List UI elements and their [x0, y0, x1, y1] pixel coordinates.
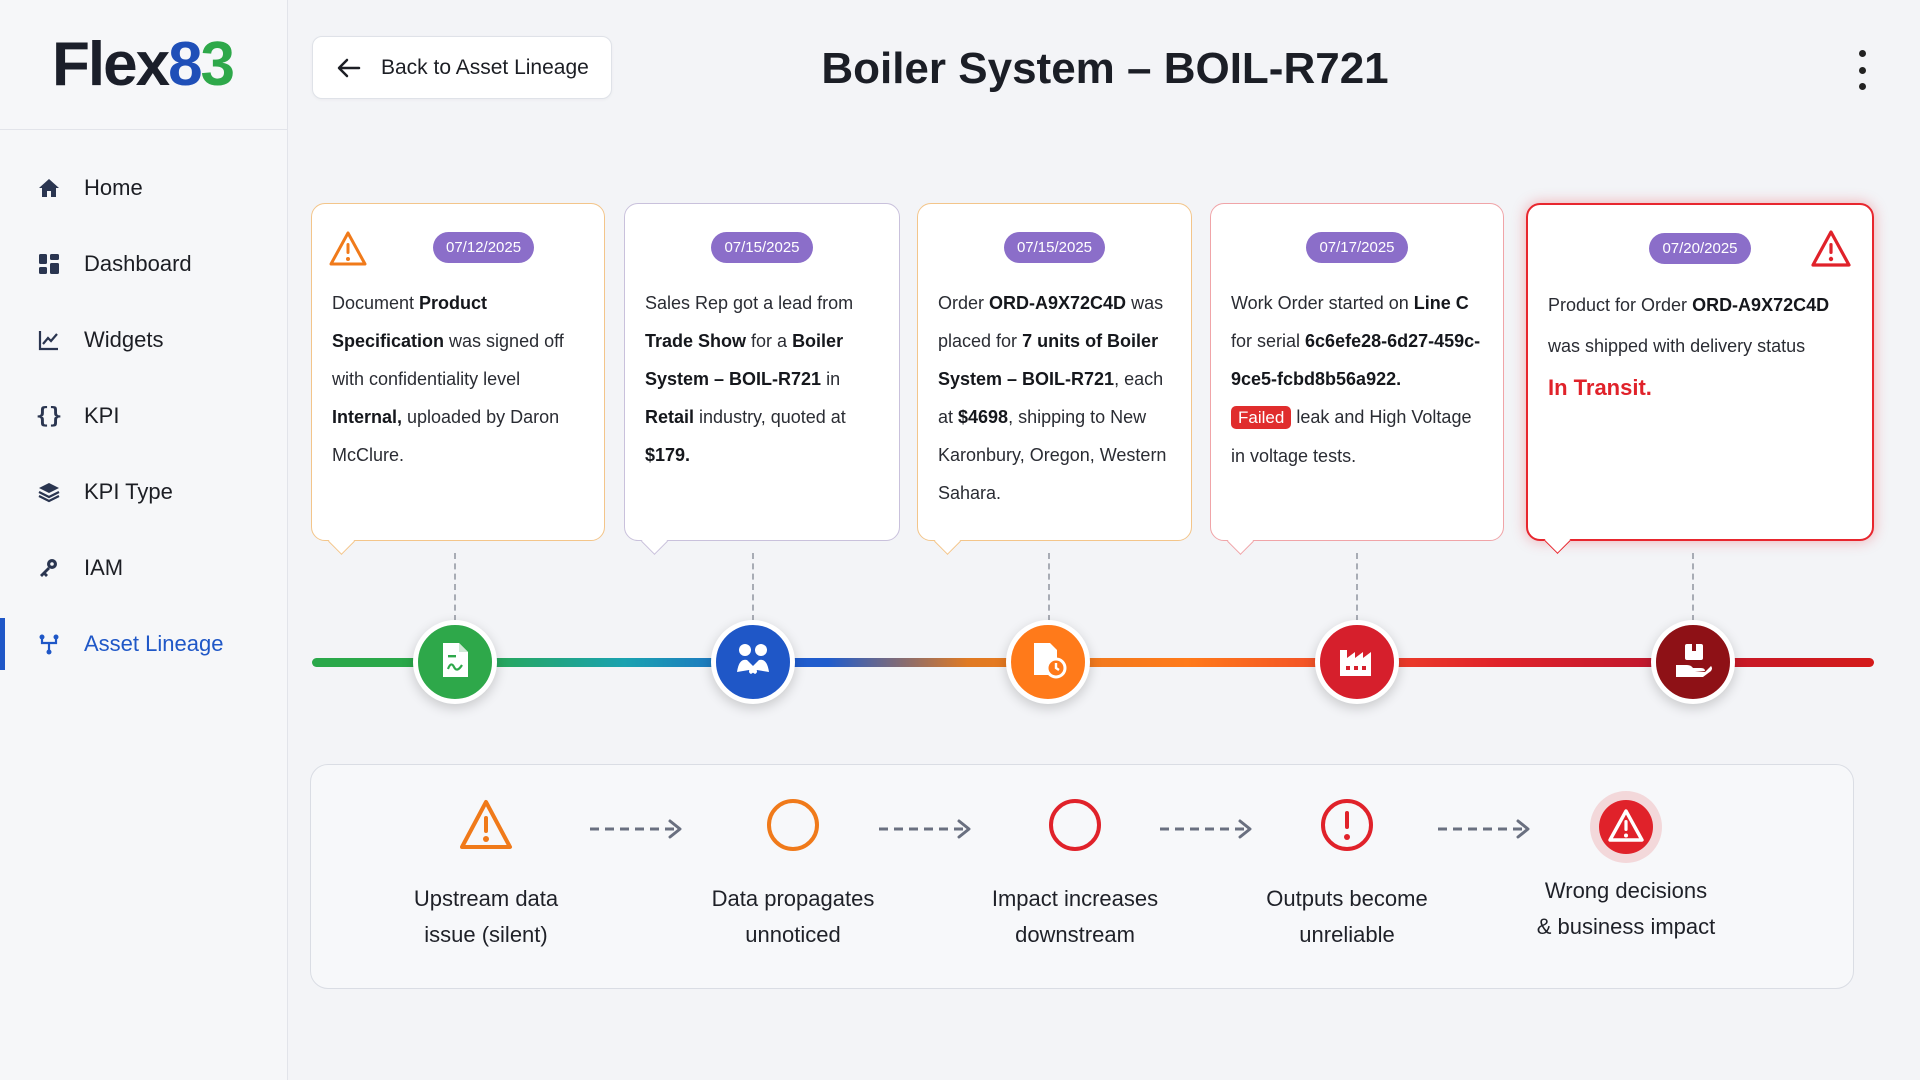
- warning-triangle-icon: [1810, 229, 1852, 274]
- timeline-node-lead[interactable]: [711, 620, 795, 704]
- logo-area: Flex83: [0, 0, 287, 130]
- impact-step-line1: Data propagates: [711, 886, 875, 911]
- dashed-arrow-icon: [586, 817, 686, 846]
- event-card[interactable]: 07/15/2025 Sales Rep got a lead from Tra…: [624, 203, 900, 541]
- dashed-arrow-icon: [1156, 817, 1256, 846]
- timeline-track: [312, 658, 1874, 667]
- back-button-label: Back to Asset Lineage: [381, 55, 589, 79]
- page-title: Boiler System – BOIL-R721: [821, 44, 1389, 93]
- logo-text-3: 3: [200, 29, 236, 99]
- sidebar-item-label: IAM: [84, 555, 124, 580]
- timeline-node-order[interactable]: [1006, 620, 1090, 704]
- sidebar-item-dashboard[interactable]: Dashboard: [0, 226, 287, 302]
- event-description: Sales Rep got a lead from Trade Show for…: [645, 293, 854, 465]
- event-card[interactable]: 07/12/2025 Document Product Specificatio…: [311, 203, 605, 541]
- sidebar: Flex83 Home Dashboard Widgets {} KPI: [0, 0, 288, 1080]
- event-card[interactable]: 07/17/2025 Work Order started on Line C …: [1210, 203, 1504, 541]
- timeline-node-work-order[interactable]: [1315, 620, 1399, 704]
- impact-step: Outputs become unreliable: [1217, 795, 1477, 953]
- sidebar-item-label: Asset Lineage: [84, 631, 224, 656]
- circle-outline-icon: [765, 797, 821, 858]
- arrow-left-icon: [337, 58, 361, 78]
- sidebar-item-label: KPI: [84, 403, 120, 428]
- impact-step-line2: unreliable: [1299, 922, 1395, 947]
- event-card[interactable]: 07/15/2025 Order ORD-A9X72C4D was placed…: [917, 203, 1192, 541]
- document-icon: [438, 641, 472, 684]
- chart-line-icon: [36, 327, 62, 353]
- logo-text-flex: Flex: [52, 29, 170, 99]
- factory-icon: [1337, 642, 1377, 683]
- sidebar-item-widgets[interactable]: Widgets: [0, 302, 287, 378]
- date-badge: 07/15/2025: [1003, 232, 1106, 263]
- dashboard-icon: [36, 251, 62, 277]
- order-clock-icon: [1028, 640, 1068, 685]
- failed-badge: Failed: [1231, 406, 1292, 429]
- event-description: Work Order started on Line C for serial …: [1231, 293, 1481, 466]
- warning-triangle-icon: [458, 798, 514, 857]
- connector-line: [1692, 553, 1694, 621]
- home-icon: [36, 175, 62, 201]
- event-description: Order ORD-A9X72C4D was placed for 7 unit…: [938, 293, 1167, 503]
- circle-outline-icon: [1047, 797, 1103, 858]
- dashed-arrow-icon: [1434, 817, 1534, 846]
- connector-line: [752, 553, 754, 621]
- connector-line: [1356, 553, 1358, 621]
- layers-icon: [36, 479, 62, 505]
- back-to-asset-lineage-button[interactable]: Back to Asset Lineage: [312, 36, 612, 99]
- sidebar-item-kpi[interactable]: {} KPI: [0, 378, 287, 454]
- date-badge: 07/17/2025: [1306, 232, 1408, 263]
- impact-step-line1: Upstream data: [413, 886, 559, 911]
- sidebar-item-asset-lineage[interactable]: Asset Lineage: [0, 606, 287, 682]
- impact-step-line1: Wrong decisions: [1544, 878, 1708, 903]
- dashed-arrow-icon: [875, 817, 975, 846]
- timeline-node-document[interactable]: [413, 620, 497, 704]
- delivery-status: In Transit.: [1548, 375, 1652, 400]
- alert-filled-icon: [1590, 791, 1662, 863]
- key-icon: [36, 555, 62, 581]
- warning-triangle-icon: [328, 230, 368, 273]
- impact-step-line1: Outputs become: [1266, 886, 1428, 911]
- handshake-icon: [733, 642, 773, 683]
- sidebar-item-label: KPI Type: [84, 479, 173, 504]
- braces-icon: {}: [35, 403, 63, 429]
- sidebar-item-label: Widgets: [84, 327, 164, 352]
- more-options-icon[interactable]: [1850, 50, 1874, 90]
- logo-text-8: 8: [168, 29, 203, 99]
- sidebar-item-iam[interactable]: IAM: [0, 530, 287, 606]
- timeline-node-shipment[interactable]: [1651, 620, 1735, 704]
- impact-step: Upstream data issue (silent): [356, 795, 616, 953]
- impact-step-line2: unnoticed: [745, 922, 841, 947]
- impact-flow-panel: Upstream data issue (silent) Data propaga…: [310, 764, 1854, 989]
- sidebar-item-label: Dashboard: [84, 251, 192, 276]
- exclamation-circle-icon: [1319, 797, 1375, 858]
- lineage-icon: [36, 631, 62, 657]
- connector-line: [454, 553, 456, 621]
- sidebar-item-kpi-type[interactable]: KPI Type: [0, 454, 287, 530]
- date-badge: 07/12/2025: [433, 232, 535, 263]
- impact-step-line1: Impact increases: [991, 886, 1159, 911]
- connector-line: [1048, 553, 1050, 621]
- impact-step-line2: downstream: [1015, 922, 1135, 947]
- sidebar-item-label: Home: [84, 175, 143, 200]
- date-badge: 07/20/2025: [1649, 233, 1751, 264]
- event-description: Document Product Specification was signe…: [332, 293, 564, 465]
- impact-step: Data propagates unnoticed: [663, 795, 923, 953]
- date-badge: 07/15/2025: [711, 232, 813, 263]
- impact-step-line2: & business impact: [1536, 914, 1716, 939]
- sidebar-item-home[interactable]: Home: [0, 150, 287, 226]
- delivery-hand-icon: [1673, 641, 1713, 684]
- event-description: Product for Order ORD-A9X72C4D was shipp…: [1548, 295, 1830, 400]
- app-logo[interactable]: Flex83: [52, 33, 235, 96]
- impact-step: Wrong decisions & business impact: [1496, 791, 1756, 945]
- impact-step-line2: issue (silent): [424, 922, 548, 947]
- impact-step: Impact increases downstream: [945, 795, 1205, 953]
- event-card[interactable]: 07/20/2025 Product for Order ORD-A9X72C4…: [1526, 203, 1874, 541]
- sidebar-nav: Home Dashboard Widgets {} KPI KPI Type: [0, 150, 287, 682]
